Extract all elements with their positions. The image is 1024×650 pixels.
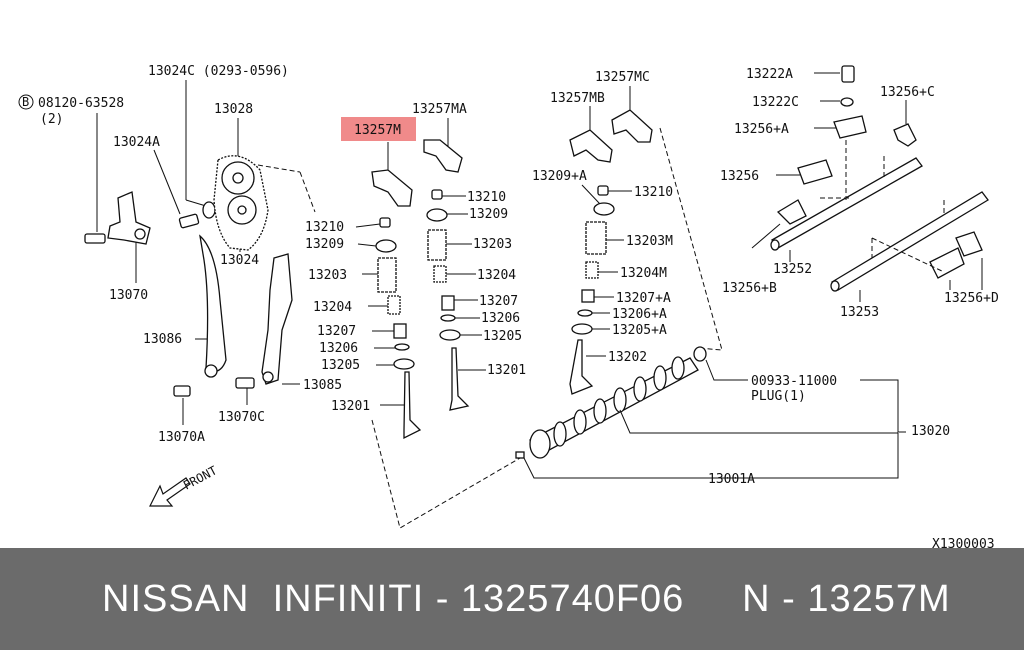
label-13070a: 13070A [158,430,205,445]
label-13203-left: 13203 [308,268,347,283]
washer-13222c [840,97,854,107]
label-13001a: 13001A [708,472,755,487]
rocker-arm-13257mb [569,129,613,163]
label-13070: 13070 [109,288,148,303]
label-13024: 13024 [220,253,259,268]
label-13257mb: 13257MB [550,91,605,106]
label-00933-11000: 00933-11000 [751,374,837,389]
camshaft-13020 [529,346,707,459]
label-plug: PLUG(1) [751,389,806,404]
label-13205-right: 13205 [483,329,522,344]
label-13209-left: 13209 [305,237,344,252]
label-13222a: 13222A [746,67,793,82]
label-13253: 13253 [840,305,879,320]
bolt-13070c [235,377,255,389]
label-13028: 13028 [214,102,253,117]
bolt-13024a [178,201,216,229]
label-13256b: 13256+B [722,281,777,296]
label-13207-left: 13207 [317,324,356,339]
label-front: FRONT [181,463,219,492]
label-13205a: 13205+A [612,323,667,338]
label-13207a: 13207+A [616,291,671,306]
label-08120-qty: (2) [40,112,63,127]
tensioner-13085 [261,253,293,385]
label-13206-left: 13206 [319,341,358,356]
bolt-13222a [841,65,855,83]
label-13024a: 13024A [113,135,160,150]
label-13204-left: 13204 [313,300,352,315]
label-13257mc: 13257MC [595,70,650,85]
front-arrow-icon [149,477,191,507]
bolt-13070a [173,385,191,397]
dowel-13001a [515,451,525,459]
label-13257ma: 13257MA [412,102,467,117]
highlight-box [341,117,416,141]
diagram-code: X1300003 [932,537,995,548]
rocker-arm-13257ma [423,139,463,173]
part-title: NISSAN INFINITI - 1325740F06 N - 13257M [102,577,951,620]
label-13203m: 13203M [626,234,673,249]
label-13256: 13256 [720,169,759,184]
label-13256a: 13256+A [734,122,789,137]
label-13024c: 13024C (0293-0596) [148,64,289,79]
label-13206a: 13206+A [612,307,667,322]
circled-b-mark: B [22,95,29,109]
label-13252: 13252 [773,262,812,277]
label-13201-left: 13201 [331,399,370,414]
label-13210-right: 13210 [467,190,506,205]
label-13204m: 13204M [620,266,667,281]
rocker-arm-13257mc [611,109,653,143]
label-13020: 13020 [911,424,950,439]
bracket-13070 [84,191,151,245]
label-13210b: 13210 [634,185,673,200]
label-13070c: 13070C [218,410,265,425]
label-13085: 13085 [303,378,342,393]
label-13205-left: 13205 [321,358,360,373]
label-13209-right: 13209 [469,207,508,222]
label-13086: 13086 [143,332,182,347]
chain-guide-13086 [199,234,227,378]
label-13256c: 13256+C [880,85,935,100]
label-13210-left: 13210 [305,220,344,235]
parts-diagram: B 08120-63528 (2) 13024C (0293-0596) 130… [18,64,999,548]
label-13222c: 13222C [752,95,799,110]
label-13256d: 13256+D [944,291,999,306]
sprocket-13024 [213,155,269,251]
label-08120-63528: 08120-63528 [38,96,124,111]
label-13257m: 13257M [354,123,401,138]
rocker-arm-13257m [371,169,413,207]
footer-bar: NISSAN INFINITI - 1325740F06 N - 13257M [0,548,1024,650]
label-13203-right: 13203 [473,237,512,252]
label-13202: 13202 [608,350,647,365]
label-13207-right: 13207 [479,294,518,309]
label-13209a: 13209+A [532,169,587,184]
label-13204-right: 13204 [477,268,516,283]
label-13206-right: 13206 [481,311,520,326]
label-13201-right: 13201 [487,363,526,378]
